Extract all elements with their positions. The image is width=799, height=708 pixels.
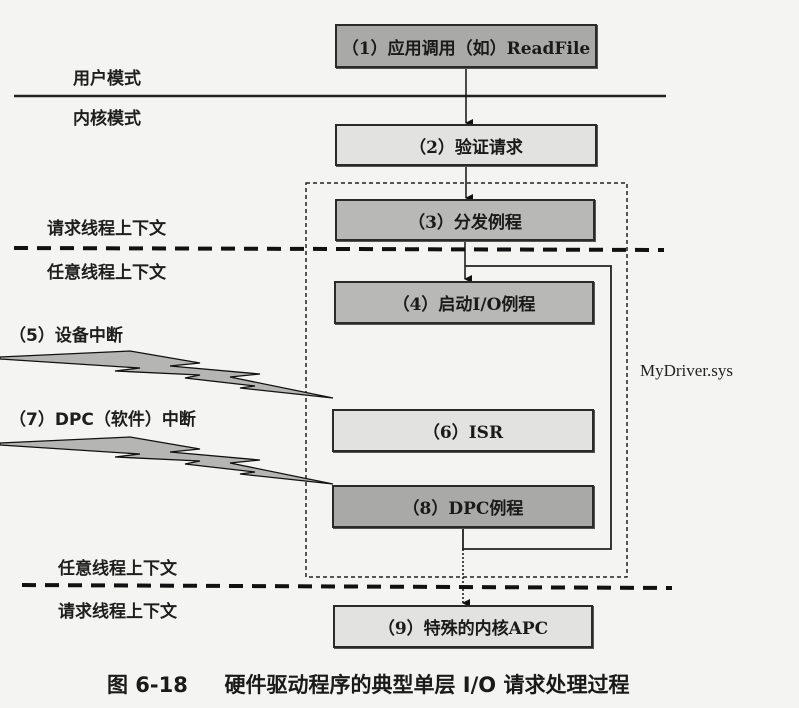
user-mode-label: 用户模式: [73, 69, 141, 89]
arbitrary-thread-context-top: 任意线程上下文: [47, 263, 166, 283]
figure-title: 硬件驱动程序的典型单层 I/O 请求处理过程: [224, 673, 630, 697]
step-1-app-readfile: （1）应用调用（如）ReadFile: [335, 24, 597, 68]
request-thread-context-bottom: 请求线程上下文: [58, 602, 177, 622]
mydriver-boundary: [305, 182, 628, 578]
arbitrary-thread-context-bottom: 任意线程上下文: [58, 559, 177, 579]
context-separator-bottom: [21, 583, 673, 590]
context-separator-top: [13, 246, 665, 252]
step-3-dispatch-routine: （3）分发例程: [335, 199, 595, 241]
dpc-interrupt-label: （7）DPC（软件）中断: [9, 410, 196, 430]
step-9-special-kernel-apc: （9）特殊的内核APC: [333, 605, 593, 648]
kernel-mode-label: 内核模式: [73, 109, 141, 129]
device-interrupt-label: （5）设备中断: [9, 326, 123, 346]
device-interrupt-bolt: [0, 350, 334, 399]
step-2-validate-request: （2）验证请求: [335, 124, 597, 166]
request-thread-context-top: 请求线程上下文: [47, 219, 166, 239]
figure-number: 图 6-18: [107, 673, 188, 697]
step-8-dpc-routine: （8）DPC例程: [332, 485, 594, 528]
dpc-interrupt-bolt: [0, 436, 334, 485]
figure-caption: 图 6-18 硬件驱动程序的典型单层 I/O 请求处理过程: [107, 669, 629, 699]
mydriver-sys-label: MyDriver.sys: [640, 361, 734, 380]
step-6-isr: （6）ISR: [332, 409, 594, 452]
step-4-start-io-routine: （4）启动I/O例程: [334, 281, 594, 324]
